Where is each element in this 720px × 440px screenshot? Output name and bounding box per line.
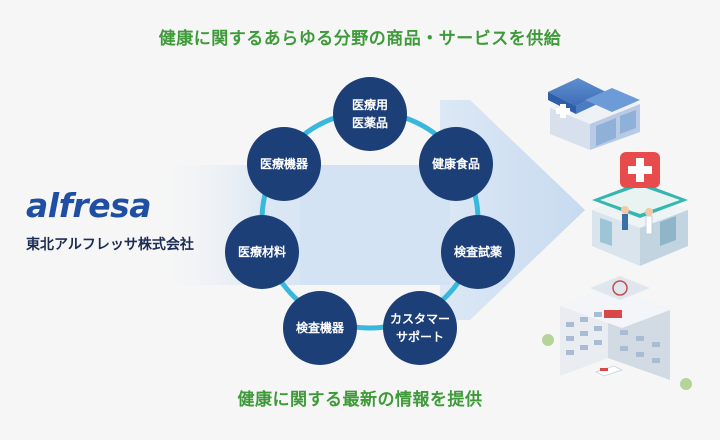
node-circle-iryou-zairyou xyxy=(225,215,299,289)
pharmacy-illustration xyxy=(548,78,640,150)
service-label-iryou-zairyou: 医療材料 xyxy=(217,243,307,261)
service-label-line1: 検査機器 xyxy=(295,321,344,335)
company-name: 東北アルフレッサ株式会社 xyxy=(26,237,194,253)
headline-supply: 健康に関するあらゆる分野の商品・サービスを供給 xyxy=(158,29,562,49)
node-circle-customer-support xyxy=(383,291,457,365)
service-label-iryou-kiki: 医療機器 xyxy=(239,155,329,173)
service-label-line1: 健康食品 xyxy=(431,157,480,171)
service-label-kenkou-shokuhin: 健康食品 xyxy=(411,155,501,173)
service-nodes xyxy=(225,77,515,365)
service-label-line1: 検査試薬 xyxy=(453,245,502,259)
service-label-kensa-kiki: 検査機器 xyxy=(275,319,365,337)
node-circle-kensa-shiyaku xyxy=(441,215,515,289)
service-label-iryouyou-iyakuhin: 医療用 医薬品 xyxy=(325,96,415,132)
service-label-line1: 医療機器 xyxy=(259,157,308,171)
company-logo: alfresa xyxy=(26,186,152,225)
node-circle-kensa-kiki xyxy=(283,291,357,365)
service-label-line2: 医薬品 xyxy=(351,116,388,130)
service-label-customer-support: カスタマー サポート xyxy=(375,310,465,346)
hospital-illustration xyxy=(542,276,692,390)
service-label-line1: 医療用 xyxy=(351,98,388,112)
headline-information: 健康に関する最新の情報を提供 xyxy=(237,390,483,410)
clinic-illustration xyxy=(592,152,688,266)
node-circle-iryou-kiki xyxy=(247,127,321,201)
service-label-line1: カスタマー xyxy=(389,312,450,326)
node-circle-kenkou-shokuhin xyxy=(419,127,493,201)
service-label-line1: 医療材料 xyxy=(237,245,286,259)
service-label-kensa-shiyaku: 検査試薬 xyxy=(433,243,523,261)
service-label-line2: サポート xyxy=(395,330,444,344)
node-circle-iryouyou-iyakuhin xyxy=(333,77,407,151)
